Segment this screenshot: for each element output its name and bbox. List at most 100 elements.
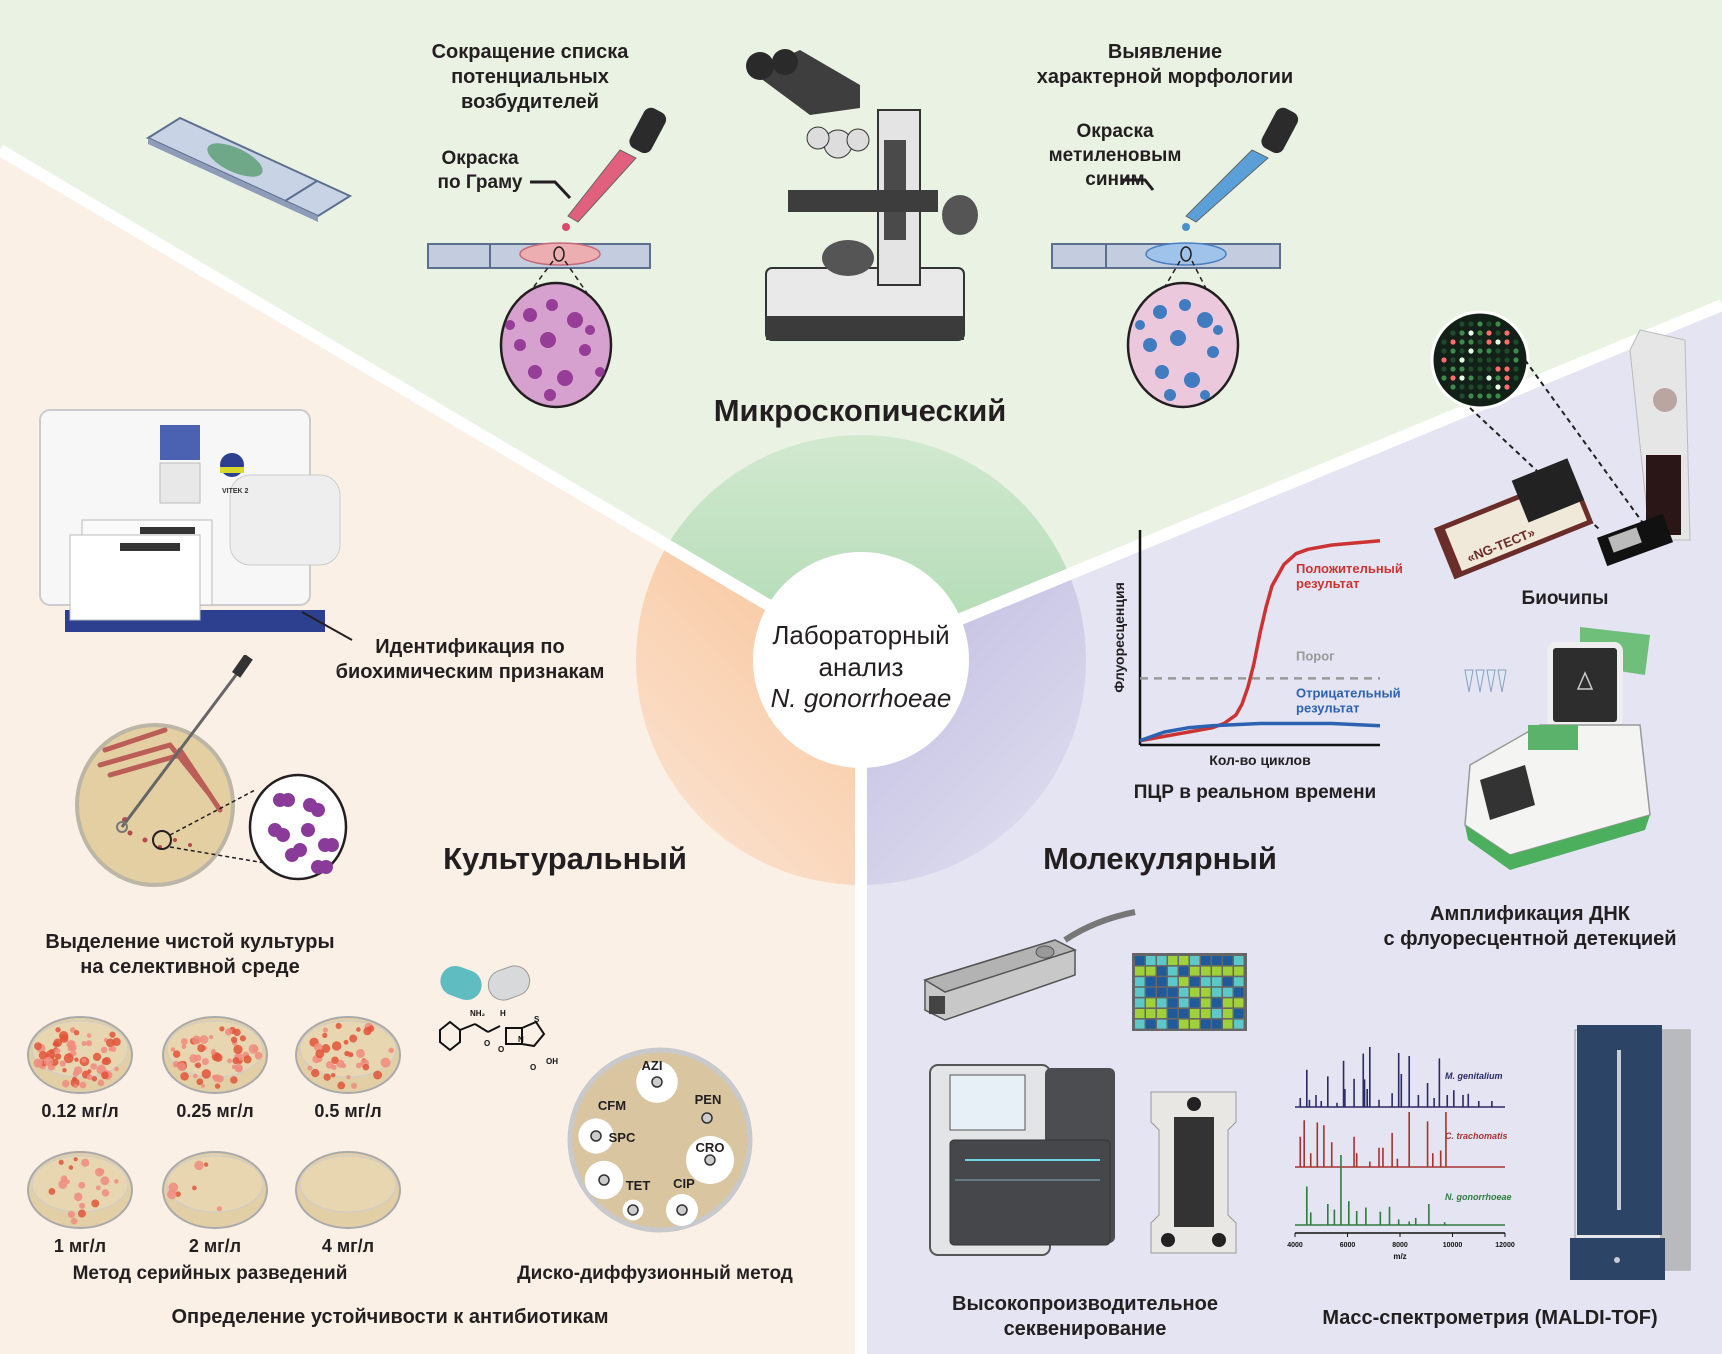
mol-o3: O — [484, 1039, 490, 1048]
colony — [219, 1026, 225, 1032]
divider-right — [858, 299, 1722, 666]
grid-cell — [1179, 998, 1189, 1008]
colony — [325, 1061, 334, 1069]
colony — [60, 1175, 68, 1183]
biochip-spot — [1477, 384, 1483, 390]
colony — [234, 1063, 243, 1073]
colony — [168, 1182, 179, 1193]
grid-cell — [1201, 998, 1211, 1008]
colony — [199, 1035, 209, 1044]
biochip-spot — [1504, 357, 1510, 363]
thermocycler-icon — [1464, 627, 1651, 870]
biochip-spot — [1459, 321, 1465, 327]
biochip-spot — [1504, 366, 1510, 372]
colony — [81, 1158, 90, 1167]
colony — [72, 1070, 79, 1077]
biochip-spot — [1459, 384, 1465, 390]
antibiotic-disk — [701, 1112, 713, 1124]
gram-stain-line1: Окраска — [441, 148, 519, 169]
colony — [95, 1185, 101, 1191]
colony — [73, 1084, 78, 1089]
biochip-spot — [1468, 393, 1474, 399]
biochip-spot — [1459, 330, 1465, 336]
colony — [172, 1050, 181, 1058]
colony — [343, 1039, 349, 1045]
colony — [215, 1074, 224, 1083]
maldi-tof-instrument-icon — [1570, 1025, 1691, 1280]
antibiotic-disk — [704, 1154, 716, 1166]
grid-cell — [1190, 987, 1200, 997]
biochip-spot — [1468, 357, 1474, 363]
grid-cell — [1212, 977, 1222, 987]
colony — [348, 1052, 354, 1057]
colony — [191, 1035, 202, 1045]
biochip-spot — [1495, 330, 1501, 336]
grid-cell — [1135, 1019, 1145, 1029]
colony — [92, 1052, 102, 1062]
biochip-spot — [1495, 375, 1501, 381]
spectrum-label: M. genitalium — [1445, 1071, 1503, 1081]
grid-cell — [1234, 977, 1244, 987]
methylene-heading-line1: Выявление — [1107, 41, 1223, 63]
colony — [91, 1076, 98, 1082]
colony — [58, 1179, 68, 1189]
x-axis-label: m/z — [1393, 1252, 1406, 1261]
colony — [322, 1032, 328, 1038]
grid-cell — [1190, 956, 1200, 965]
biochip-spot — [1513, 366, 1519, 372]
colony — [341, 1063, 347, 1069]
biochip-spot — [1441, 348, 1447, 354]
biochem-label: Идентификация по биохимическим признакам — [315, 635, 625, 685]
colony — [48, 1188, 56, 1195]
colony — [90, 1063, 98, 1070]
sequencing-label: Высокопроизводительное секвенирование — [920, 1292, 1250, 1342]
biochip-spot — [1441, 339, 1447, 345]
biochip-spot — [1495, 321, 1501, 327]
colony — [356, 1048, 365, 1058]
methylene-dropper-icon — [1122, 107, 1299, 231]
grid-cell — [1168, 1019, 1178, 1029]
colony — [77, 1209, 86, 1218]
mol-o2: O — [530, 1063, 536, 1072]
colony — [233, 1028, 241, 1037]
colony — [62, 1067, 67, 1073]
dilution-plate — [27, 1016, 133, 1094]
grid-cell — [1234, 987, 1244, 997]
grid-cell — [1234, 1019, 1244, 1029]
antibiotic-disk — [651, 1076, 663, 1088]
colony — [212, 1074, 217, 1080]
biochip-spot — [1477, 393, 1483, 399]
grid-cell — [1157, 956, 1167, 965]
pcr-title: ПЦР в реальном времени — [1134, 782, 1376, 803]
colony — [73, 1029, 80, 1036]
grid-cell — [1212, 1009, 1222, 1018]
colony — [311, 1068, 320, 1078]
series-label: результат — [1296, 701, 1359, 716]
disk-label: CIP — [673, 1176, 695, 1191]
x-tick-label: 8000 — [1392, 1242, 1408, 1249]
y-axis-label: Флуоресценция — [1111, 582, 1127, 692]
dilution-label: 2 мг/л — [188, 1236, 242, 1256]
microscopic-title: Микроскопический — [713, 393, 1007, 428]
grid-cell — [1168, 987, 1178, 997]
colony — [114, 1066, 119, 1072]
colony — [373, 1070, 383, 1080]
colony — [209, 1035, 214, 1040]
colony — [91, 1199, 100, 1208]
grid-cell — [1234, 1009, 1244, 1018]
grid-cell — [1168, 998, 1178, 1008]
biochip-spot — [1468, 321, 1474, 327]
biochip-spot — [1450, 357, 1456, 363]
mol-s: S — [534, 1015, 540, 1024]
colony — [81, 1041, 87, 1047]
colony — [101, 1071, 109, 1080]
amplification-label: Амплификация ДНК с флуоресцентной детекц… — [1360, 902, 1700, 952]
microscope-icon — [746, 49, 978, 341]
grid-cell — [1190, 998, 1200, 1008]
mol-nh2: NH₂ — [470, 1009, 486, 1018]
colony — [323, 1073, 331, 1081]
dilution-label: 4 мг/л — [321, 1236, 375, 1256]
culture-title: Культуральный — [443, 841, 687, 876]
grid-cell — [1223, 1019, 1233, 1029]
